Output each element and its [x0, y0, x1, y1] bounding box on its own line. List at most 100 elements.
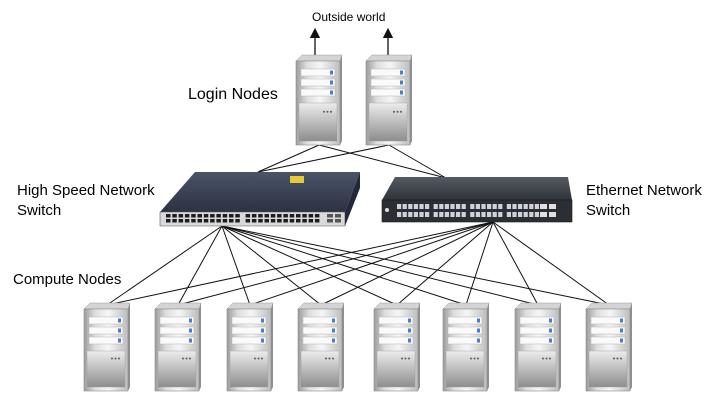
compute-server-icon — [442, 302, 490, 392]
switch-port-icon — [178, 214, 184, 218]
switch-port-icon — [456, 204, 461, 209]
switch-port-icon — [425, 212, 430, 217]
eth-switch-link-line — [396, 221, 494, 306]
compute-server-icon — [585, 302, 633, 392]
switch-port-icon — [264, 219, 269, 223]
switch-port-icon — [229, 214, 234, 218]
switch-port-icon — [461, 212, 466, 217]
switch-port-icon — [289, 219, 295, 223]
switch-port-icon — [283, 219, 288, 223]
outside-arrows — [309, 27, 394, 57]
switch-port-icon — [172, 219, 177, 223]
switch-port-icon — [523, 212, 528, 217]
switch-port-icon — [251, 214, 257, 218]
switch-port-icon — [419, 212, 424, 217]
hs-switch-link-line — [221, 225, 251, 306]
high-speed-switch-label-line1: High Speed Network — [17, 182, 155, 199]
switch-port-icon — [408, 204, 413, 209]
switch-port-icon — [498, 212, 503, 217]
ethernet-switch-label-line2: Switch — [586, 202, 631, 219]
switch-port-icon — [481, 204, 486, 209]
switch-port-icon — [277, 219, 282, 223]
compute-server-icon — [154, 302, 202, 392]
switch-port-icon — [397, 212, 402, 217]
switch-port-icon — [222, 214, 228, 218]
eth-switch-link-line — [492, 221, 610, 306]
login-hs-link-line — [257, 144, 320, 173]
switch-port-icon — [178, 219, 184, 223]
switch-port-icon — [444, 204, 449, 209]
compute-nodes-label: Compute Nodes — [13, 271, 122, 288]
ethernet-switch-label: Ethernet Network Switch — [586, 181, 702, 221]
switch-uplink-icon — [540, 212, 547, 217]
switch-port-icon — [245, 214, 251, 218]
eth-switch-link-line — [106, 221, 494, 306]
switch-port-icon — [512, 212, 517, 217]
switch-port-icon — [534, 204, 539, 209]
switch-port-icon — [461, 204, 466, 209]
hs-switch-link-line — [221, 225, 467, 306]
switch-port-icon — [529, 212, 534, 217]
switch-port-icon — [203, 214, 209, 218]
switch-port-icon — [216, 219, 221, 223]
hs-switch-link-line — [221, 225, 610, 306]
switch-port-icon — [264, 214, 269, 218]
eth-switch-link-line — [320, 221, 494, 306]
switch-uplink-icon — [327, 214, 333, 218]
eth-switch-link-line — [492, 221, 539, 306]
switch-port-icon — [518, 204, 523, 209]
switch-port-icon — [166, 214, 171, 218]
switch-port-icon — [172, 214, 177, 218]
ethernet-switch-icon — [381, 177, 573, 223]
switch-port-icon — [470, 204, 475, 209]
switch-port-icon — [203, 219, 209, 223]
switch-port-icon — [184, 214, 190, 218]
switch-port-icon — [475, 204, 480, 209]
switch-port-icon — [308, 219, 314, 223]
switch-port-icon — [270, 219, 276, 223]
switch-port-icon — [470, 212, 475, 217]
switch-port-icon — [413, 212, 418, 217]
switch-port-icon — [270, 214, 276, 218]
switch-port-icon — [481, 212, 486, 217]
switch-uplink-icon — [549, 212, 556, 217]
switch-port-icon — [191, 219, 196, 223]
switch-port-icon — [456, 212, 461, 217]
switch-port-icon — [413, 204, 418, 209]
high-speed-switch-icon — [159, 172, 360, 227]
switch-port-icon — [289, 214, 295, 218]
switch-port-icon — [487, 204, 492, 209]
switch-port-icon — [408, 212, 413, 217]
switch-uplink-icon — [335, 214, 341, 218]
switch-port-icon — [197, 219, 202, 223]
high-speed-switch-label: High Speed Network Switch — [17, 181, 155, 221]
switch-port-icon — [475, 212, 480, 217]
switch-port-icon — [450, 212, 455, 217]
switch-port-icon — [419, 204, 424, 209]
eth-switch-link-line — [177, 221, 494, 306]
switch-port-icon — [439, 212, 444, 217]
hs-switch-link-line — [221, 225, 398, 306]
login-server-icon — [295, 54, 343, 146]
switch-port-icon — [425, 204, 430, 209]
switch-led-icon — [385, 208, 389, 212]
switch-port-icon — [512, 204, 517, 209]
login-eth-link-line — [318, 144, 447, 179]
hs-switch-link-line — [221, 225, 539, 306]
switch-port-icon — [492, 212, 497, 217]
switch-uplink-icon — [540, 204, 547, 209]
switch-port-icon — [184, 219, 190, 223]
switch-port-icon — [397, 204, 402, 209]
switch-port-icon — [251, 219, 257, 223]
ethernet-switch-label-line1: Ethernet Network — [586, 182, 702, 199]
switch-port-icon — [296, 219, 301, 223]
switch-port-icon — [283, 214, 288, 218]
login-server-icon — [365, 54, 413, 146]
high-speed-switch-label-line2: Switch — [17, 202, 62, 219]
switch-port-icon — [487, 212, 492, 217]
switch-port-icon — [518, 212, 523, 217]
switch-port-icon — [258, 214, 263, 218]
switch-uplink-icon — [327, 219, 333, 223]
switch-port-icon — [229, 219, 234, 223]
